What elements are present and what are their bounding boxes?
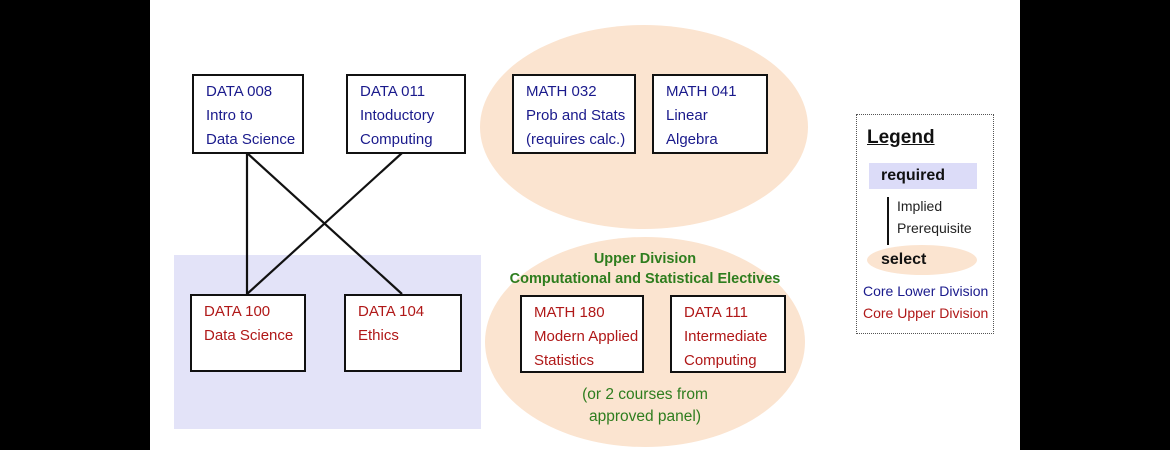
legend-core-lower: Core Lower Division [863, 283, 989, 299]
course-title: Statistics [534, 352, 595, 369]
legend-implied-label: Implied Prerequisite [897, 195, 972, 239]
course-title: Intro to [206, 107, 253, 124]
legend-implied-line1: Implied [897, 198, 943, 214]
course-data011: DATA 011 Intoductory Computing [346, 74, 466, 154]
course-title: Prob and Stats [526, 107, 626, 124]
link-data011-data100 [246, 152, 403, 295]
course-title: Computing [684, 352, 757, 369]
course-data104: DATA 104 Ethics [344, 294, 462, 372]
legend-select: select [867, 245, 977, 275]
course-data008: DATA 008 Intro to Data Science [192, 74, 304, 154]
course-code: MATH 180 [534, 304, 605, 321]
course-title: Ethics [358, 327, 399, 344]
course-code: DATA 111 [684, 304, 748, 321]
legend-required: required [869, 163, 977, 189]
course-data100: DATA 100 Data Science [190, 294, 306, 372]
course-title: Data Science [206, 131, 296, 148]
legend-implied-line [887, 197, 889, 245]
course-title: Computing [360, 131, 433, 148]
legend-core-upper: Core Upper Division [863, 305, 989, 321]
course-code: MATH 032 [526, 83, 597, 100]
course-data111: DATA 111 Intermediate Computing [670, 295, 786, 373]
course-title: (requires calc.) [526, 131, 626, 148]
electives-heading: Upper Division Computational and Statist… [485, 251, 805, 287]
course-code: DATA 104 [358, 303, 425, 320]
electives-note: (or 2 courses from approved panel) [485, 384, 805, 428]
electives-note-line2: approved panel) [588, 408, 702, 425]
course-math180: MATH 180 Modern Applied Statistics [520, 295, 644, 373]
legend-title: Legend [867, 127, 935, 148]
electives-heading-line2: Computational and Statistical Electives [509, 271, 781, 287]
prerequisite-links [245, 152, 403, 295]
course-title: Intermediate [684, 328, 768, 345]
electives-note-line1: (or 2 courses from [582, 386, 708, 403]
course-code: DATA 100 [204, 303, 271, 320]
curriculum-diagram: DATA 008 Intro to Data Science DATA 011 … [150, 0, 1020, 450]
electives-heading-line1: Upper Division [593, 251, 697, 267]
course-code: DATA 008 [206, 83, 273, 100]
course-math041: MATH 041 Linear Algebra [652, 74, 768, 154]
course-title: Intoductory [360, 107, 435, 124]
course-title: Algebra [666, 131, 718, 148]
course-title: Modern Applied [534, 328, 639, 345]
course-title: Data Science [204, 327, 294, 344]
legend-implied-line2: Prerequisite [897, 220, 972, 236]
course-code: MATH 041 [666, 83, 737, 100]
course-math032: MATH 032 Prob and Stats (requires calc.) [512, 74, 636, 154]
legend: Legend required Implied Prerequisite sel… [856, 114, 994, 334]
course-code: DATA 011 [360, 83, 426, 100]
course-title: Linear [666, 107, 708, 124]
